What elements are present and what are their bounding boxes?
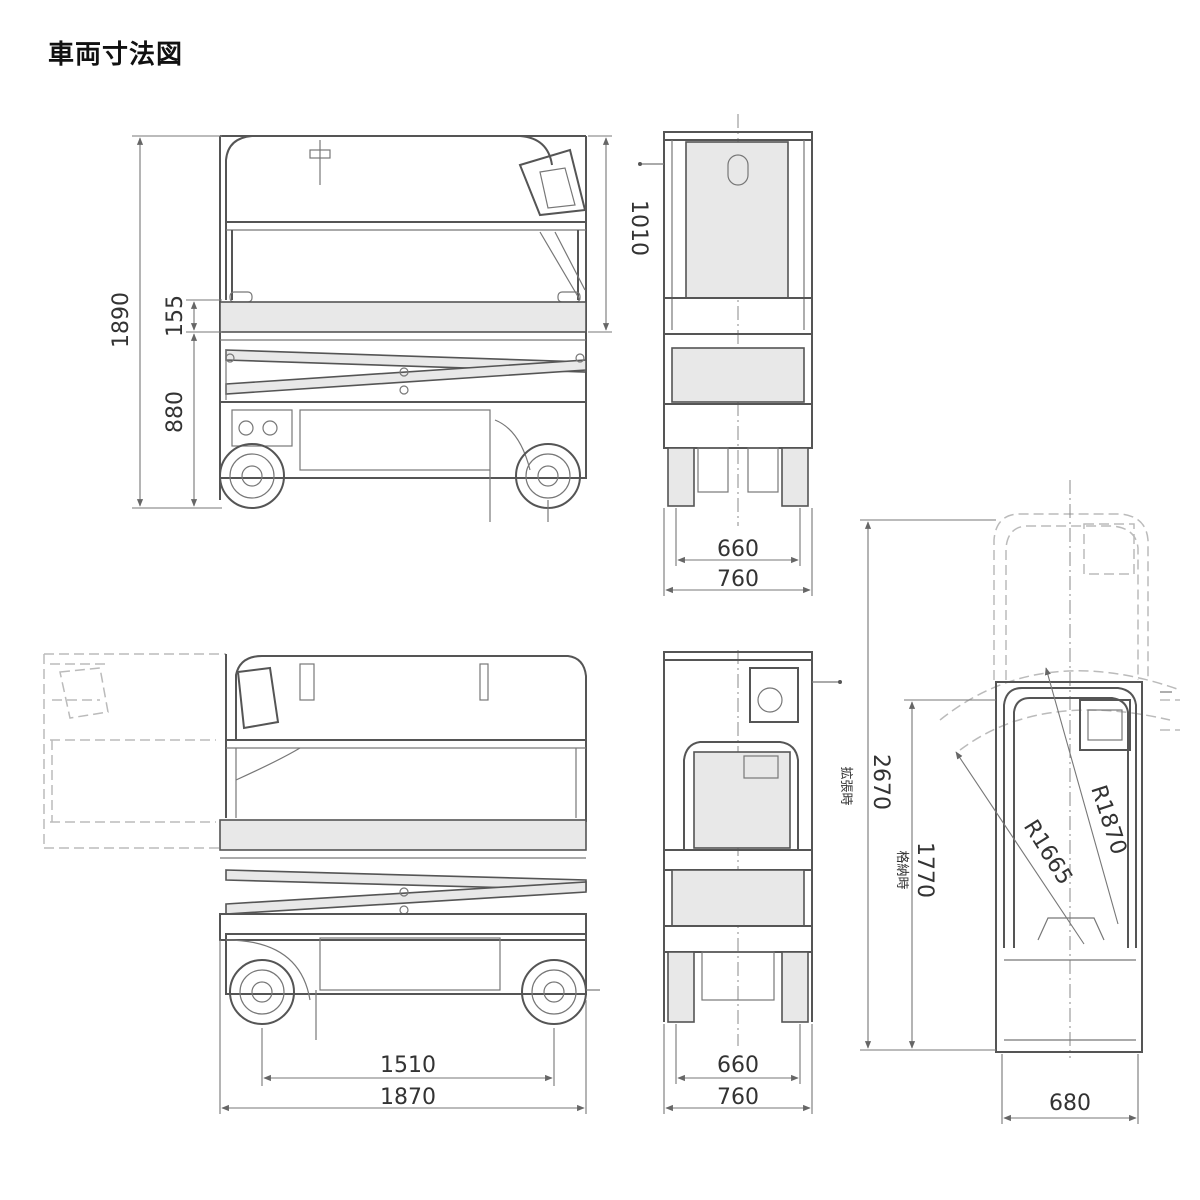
- dim-radius-outer: R1870: [1085, 782, 1131, 858]
- dim-platform-height: 880: [163, 391, 188, 433]
- dim-front-width: 760: [717, 567, 759, 592]
- side-bottom-dimensions: [219, 940, 587, 1114]
- rear-view-dimensions: [663, 1024, 813, 1114]
- dim-extended-length: 2670: [868, 754, 893, 810]
- dim-rear-width: 760: [717, 1085, 759, 1110]
- dim-stowed-length: 1770: [912, 842, 937, 898]
- side-view-dimensions: [132, 135, 612, 509]
- top-view: [939, 480, 1181, 1058]
- rear-view: [663, 650, 842, 1046]
- dim-extended-label: 拡張時: [838, 766, 853, 805]
- dim-stowed-label: 格納時: [894, 850, 910, 889]
- dim-guard-height: 1010: [626, 200, 651, 256]
- side-view-top: [219, 135, 587, 522]
- top-view-dimensions: [860, 519, 1139, 1124]
- dim-radius-inner: R1665: [1018, 816, 1077, 890]
- front-view: [638, 114, 813, 526]
- dim-rear-track: 660: [717, 1053, 759, 1078]
- dim-wheelbase: 1510: [380, 1053, 436, 1078]
- dim-height-total: 1890: [109, 292, 134, 348]
- front-view-dimensions: [663, 508, 813, 596]
- dim-top-width: 680: [1049, 1091, 1091, 1116]
- dim-front-track: 660: [717, 537, 759, 562]
- dim-overall-length: 1870: [380, 1085, 436, 1110]
- side-view-bottom: [43, 653, 600, 1040]
- dim-step: 155: [163, 295, 188, 337]
- page-title: 車両寸法図: [48, 40, 184, 70]
